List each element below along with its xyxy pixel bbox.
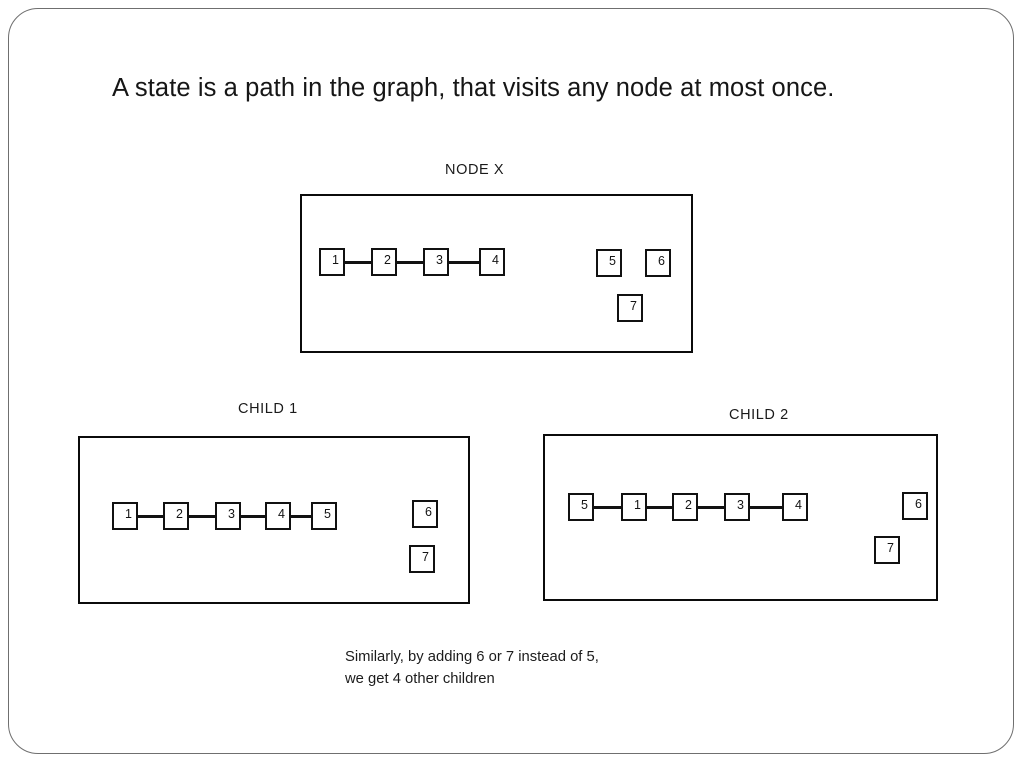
edge-child-2-0 [594,506,621,509]
isolated-node-child-2-6[interactable]: 6 [902,492,928,520]
footnote-block: Similarly, by adding 6 or 7 instead of 5… [345,646,775,690]
isolated-node-child-1-7[interactable]: 7 [409,545,435,573]
edge-child-2-2 [698,506,724,509]
node-child-2-2[interactable]: 2 [672,493,698,521]
edge-node-x-2 [449,261,479,264]
edge-child-2-1 [647,506,672,509]
edge-node-x-0 [345,261,371,264]
node-child-1-5[interactable]: 5 [311,502,337,530]
isolated-node-child-2-7[interactable]: 7 [874,536,900,564]
node-node-x-3[interactable]: 3 [423,248,449,276]
edge-child-1-3 [291,515,311,518]
node-child-2-1[interactable]: 1 [621,493,647,521]
isolated-node-node-x-6[interactable]: 6 [645,249,671,277]
isolated-node-node-x-7[interactable]: 7 [617,294,643,322]
edge-child-1-1 [189,515,215,518]
isolated-node-node-x-5[interactable]: 5 [596,249,622,277]
node-node-x-2[interactable]: 2 [371,248,397,276]
node-node-x-4[interactable]: 4 [479,248,505,276]
isolated-node-child-1-6[interactable]: 6 [412,500,438,528]
node-child-2-4[interactable]: 4 [782,493,808,521]
node-child-1-4[interactable]: 4 [265,502,291,530]
node-child-1-2[interactable]: 2 [163,502,189,530]
node-node-x-1[interactable]: 1 [319,248,345,276]
group-label-child-1: CHILD 1 [238,401,298,417]
footnote-line-1: Similarly, by adding 6 or 7 instead of 5… [345,649,599,665]
slide-border-frame [8,8,1014,754]
node-child-2-5[interactable]: 5 [568,493,594,521]
edge-child-2-3 [750,506,782,509]
group-label-node-x: NODE X [445,162,505,178]
edge-child-1-2 [241,515,265,518]
edge-child-1-0 [138,515,163,518]
node-child-1-3[interactable]: 3 [215,502,241,530]
footnote-line-2: we get 4 other children [345,671,495,687]
edge-node-x-1 [397,261,423,264]
node-child-2-3[interactable]: 3 [724,493,750,521]
page-title: A state is a path in the graph, that vis… [112,74,835,102]
group-label-child-2: CHILD 2 [729,407,789,423]
node-child-1-1[interactable]: 1 [112,502,138,530]
